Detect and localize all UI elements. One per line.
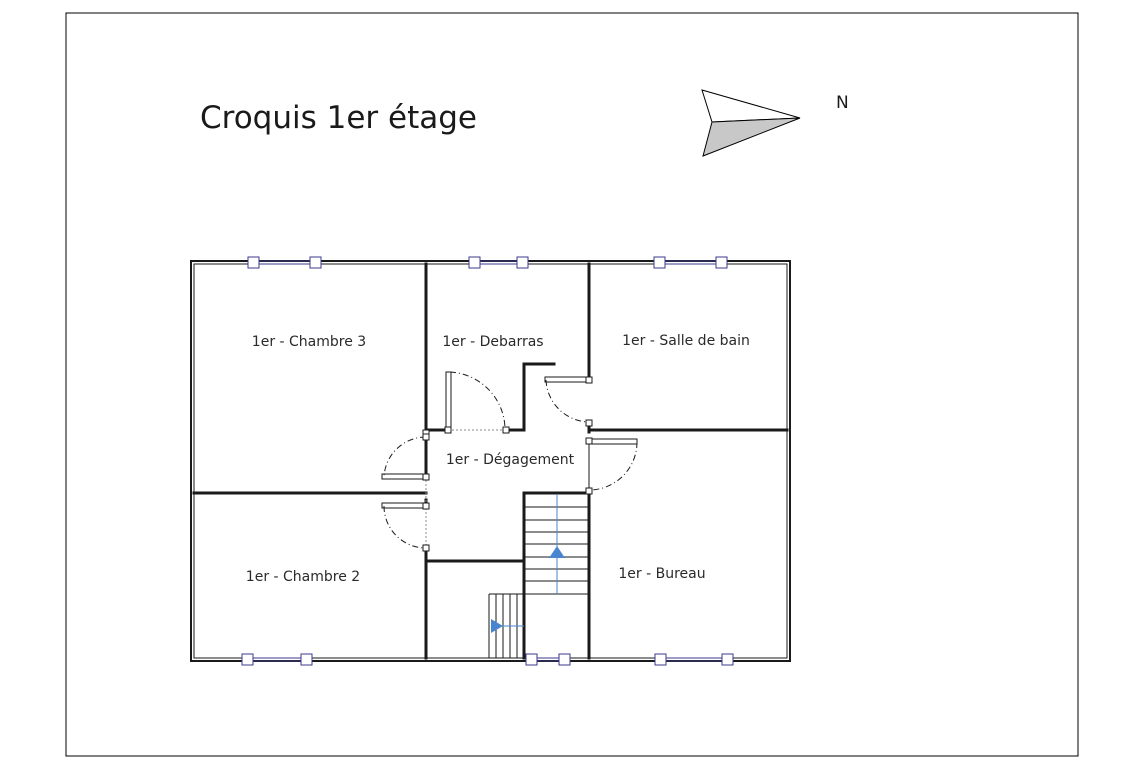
window-bottom-stair — [525, 653, 571, 666]
room-label-degagement: 1er - Dégagement — [446, 452, 575, 468]
door-salle-de-bain — [544, 376, 593, 427]
stair-arrow-right-icon — [491, 619, 503, 633]
stair-arrow-up-icon — [549, 546, 565, 558]
north-label: N — [836, 93, 849, 113]
room-label-bureau: 1er - Bureau — [618, 566, 705, 582]
window-bottom-bureau — [654, 653, 734, 666]
door-chambre2 — [381, 502, 430, 552]
windows — [241, 256, 734, 666]
doors — [381, 371, 638, 552]
door-debarras — [422, 371, 510, 437]
window-bottom-chambre2 — [241, 653, 313, 666]
window-top-debarras — [468, 256, 529, 269]
room-label-chambre2: 1er - Chambre 2 — [246, 569, 360, 585]
floor-plan: 1er - Chambre 3 1er - Debarras 1er - Sal… — [190, 256, 791, 666]
window-top-chambre3 — [247, 256, 322, 269]
sheet-border — [65, 12, 1079, 757]
door-bureau — [585, 437, 638, 495]
sheet-title: Croquis 1er étage — [200, 100, 477, 136]
north-arrow-icon — [701, 89, 801, 157]
room-label-debarras: 1er - Debarras — [442, 334, 543, 350]
door-chambre3 — [381, 433, 430, 481]
interior-walls — [192, 262, 789, 660]
room-label-salle-de-bain: 1er - Salle de bain — [622, 333, 750, 349]
window-top-salle-de-bain — [653, 256, 728, 269]
room-separation-lines — [425, 429, 505, 548]
room-label-chambre3: 1er - Chambre 3 — [252, 334, 366, 350]
